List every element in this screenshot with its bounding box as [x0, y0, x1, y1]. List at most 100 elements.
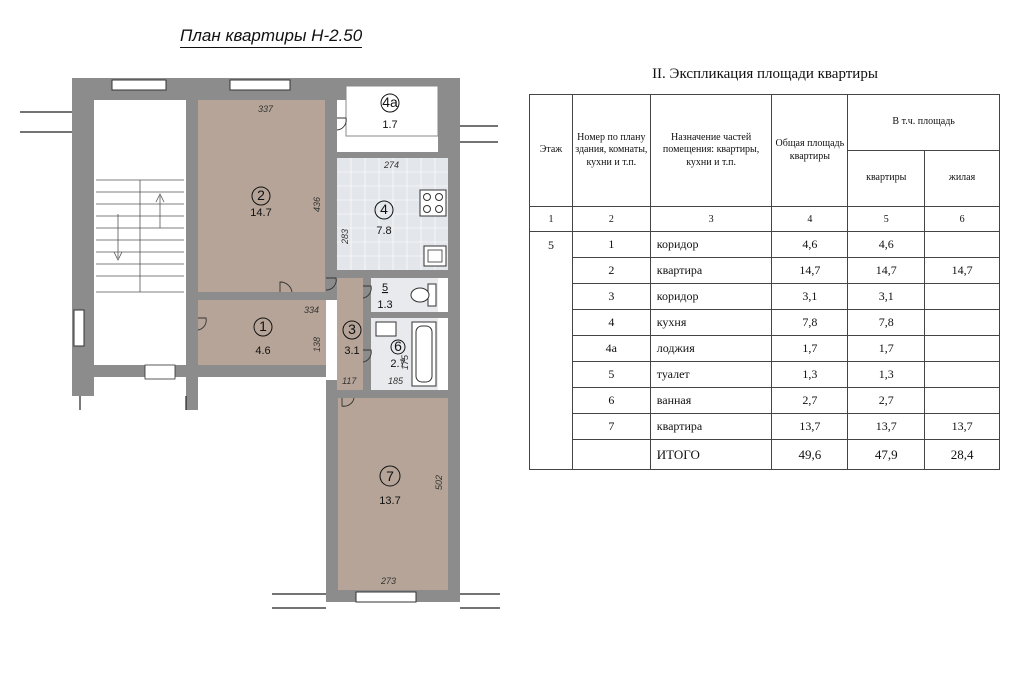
empty-cell: [571, 439, 651, 470]
col-number: 1: [529, 206, 573, 232]
bathroom-sink-icon: [375, 321, 397, 337]
room-number: 6: [394, 338, 402, 354]
total-area-cell: 1,7: [771, 335, 849, 362]
room-purpose-cell: лоджия: [649, 335, 773, 362]
room-number: 5: [382, 282, 388, 294]
room-number-circle: [379, 465, 401, 487]
dim-436: 436: [312, 197, 322, 212]
total-area-cell: 4,6: [771, 231, 849, 258]
dim-175: 175: [400, 354, 410, 370]
col-number: 5: [847, 206, 926, 232]
dim-273: 273: [380, 576, 396, 586]
room-number-circle: [374, 200, 394, 220]
room-number: 1: [259, 318, 267, 334]
living-area-cell: [924, 309, 1000, 336]
header-purpose: Назначение частей помещения: квартиры, к…: [649, 94, 773, 207]
dim-334: 334: [304, 305, 319, 315]
dim-117: 117: [342, 376, 357, 386]
apartment-area-cell: 13,7: [847, 413, 926, 440]
room-number: 7: [386, 468, 394, 484]
room-purpose-cell: квартира: [649, 257, 773, 284]
room-number: 3: [348, 321, 356, 337]
room-area: 4.6: [255, 345, 270, 357]
dim-138: 138: [312, 337, 322, 352]
room-number-cell: 7: [571, 413, 651, 440]
room-area: 13.7: [379, 495, 400, 507]
room-number: 2: [257, 187, 265, 203]
dim-283: 283: [340, 229, 350, 245]
toilet-icon: [410, 283, 437, 307]
room-purpose-cell: кухня: [649, 309, 773, 336]
room-area: 2.7: [390, 358, 405, 370]
room-number-cell: 2: [571, 257, 651, 284]
room-3: [337, 278, 363, 390]
room-purpose-cell: ванная: [649, 387, 773, 414]
room-number-cell: 6: [571, 387, 651, 414]
sink-icon: [423, 245, 447, 267]
col-number: 2: [571, 206, 651, 232]
room-area: 1.3: [377, 299, 392, 311]
room-number-circle: [380, 93, 400, 113]
header-number: Номер по плану здания, комнаты, кухни и …: [571, 94, 651, 207]
header-floor: Этаж: [529, 94, 573, 207]
bathtub-icon: [411, 321, 437, 387]
apartment-sum: 47,9: [847, 439, 926, 470]
room-number-cell: 4: [571, 309, 651, 336]
explication-table: Этаж Номер по плану здания, комнаты, кух…: [529, 94, 1000, 470]
room-purpose-cell: туалет: [649, 361, 773, 388]
living-area-cell: [924, 231, 1000, 258]
apartment-area-cell: 1,7: [847, 335, 926, 362]
room-2: [198, 100, 325, 292]
plan-title: План квартиры Н-2.50: [180, 26, 363, 48]
room-number-circle: [342, 320, 362, 340]
living-sum: 28,4: [924, 439, 1000, 470]
room-purpose-cell: квартира: [649, 413, 773, 440]
dim-502: 502: [434, 475, 444, 490]
room-purpose-cell: коридор: [649, 283, 773, 310]
total-label: ИТОГО: [649, 439, 773, 470]
floor-cell: 5: [529, 231, 573, 470]
col-number: 3: [649, 206, 773, 232]
header-living: жилая: [924, 150, 1000, 207]
room-7: [338, 398, 448, 590]
total-area-cell: 1,3: [771, 361, 849, 388]
living-area-cell: [924, 387, 1000, 414]
room-number-circle: [390, 339, 406, 355]
room-area: 1.7: [382, 119, 397, 131]
apartment-area-cell: 14,7: [847, 257, 926, 284]
doors: [197, 117, 372, 407]
room-number-circle: [253, 317, 273, 337]
room-area: 7.8: [376, 225, 391, 237]
apartment-area-cell: 3,1: [847, 283, 926, 310]
living-area-cell: [924, 283, 1000, 310]
total-sum: 49,6: [771, 439, 849, 470]
total-area-cell: 7,8: [771, 309, 849, 336]
stairs: [96, 179, 184, 293]
dim-274: 274: [383, 160, 399, 170]
living-area-cell: 13,7: [924, 413, 1000, 440]
total-area-cell: 3,1: [771, 283, 849, 310]
living-area-cell: [924, 335, 1000, 362]
living-area-cell: 14,7: [924, 257, 1000, 284]
apartment-area-cell: 1,3: [847, 361, 926, 388]
total-area-cell: 13,7: [771, 413, 849, 440]
stove-icon: [419, 189, 447, 217]
dim-337: 337: [258, 104, 274, 114]
header-total: Общая площадь квартиры: [771, 94, 849, 207]
header-apartment: квартиры: [847, 150, 926, 207]
apartment-area-cell: 4,6: [847, 231, 926, 258]
table-title: II. Экспликация площади квартиры: [652, 66, 878, 82]
room-number-cell: 4а: [571, 335, 651, 362]
col-number: 4: [771, 206, 849, 232]
room-number-cell: 5: [571, 361, 651, 388]
room-purpose-cell: коридор: [649, 231, 773, 258]
